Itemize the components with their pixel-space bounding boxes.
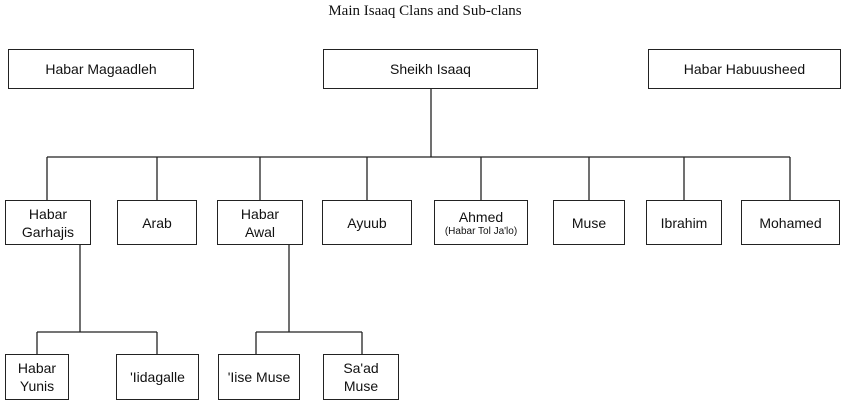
node-label-line1: Ahmed: [458, 209, 504, 225]
node-mohamed: Mohamed: [741, 200, 840, 245]
node-label: Ayuub: [347, 214, 387, 231]
node-habar-yunis: Habar Yunis: [5, 354, 69, 400]
node-label: Mohamed: [759, 214, 822, 231]
diagram-title: Main Isaaq Clans and Sub-clans: [328, 3, 522, 19]
node-label: Habar Magaadleh: [45, 61, 157, 77]
node-label-line1: Sa'ad: [343, 360, 379, 376]
node-ahmed: Ahmed (Habar Tol Ja'lo): [434, 200, 528, 245]
node-label-line1: Habar: [240, 205, 280, 222]
node-habar-magaadleh: Habar Magaadleh: [8, 49, 194, 89]
node-label: 'Iidagalle: [130, 369, 185, 385]
node-label-line2: Awal: [244, 223, 276, 240]
node-habar-awal: Habar Awal: [217, 200, 303, 245]
node-ibrahim: Ibrahim: [646, 200, 722, 245]
node-saad-muse: Sa'ad Muse: [323, 354, 399, 400]
node-label: Muse: [571, 214, 607, 231]
node-label: 'Iise Muse: [227, 369, 291, 385]
node-sheikh-isaaq: Sheikh Isaaq: [323, 49, 538, 89]
node-ayuub: Ayuub: [322, 200, 412, 245]
node-label: Ibrahim: [660, 214, 708, 231]
node-label-line2: Garhajis: [21, 223, 75, 240]
node-habar-garhajis: Habar Garhajis: [5, 200, 91, 245]
node-label-line1: Habar: [17, 360, 57, 376]
node-label-line2: (Habar Tol Ja'lo): [444, 226, 518, 237]
node-label-line1: Habar: [28, 205, 68, 222]
node-habar-habuusheed: Habar Habuusheed: [648, 49, 841, 89]
node-label-line2: Muse: [343, 378, 379, 394]
node-iidagalle: 'Iidagalle: [116, 354, 199, 400]
node-label: Sheikh Isaaq: [390, 61, 471, 77]
node-label-line2: Yunis: [19, 378, 55, 394]
node-muse: Muse: [553, 200, 625, 245]
node-label: Habar Habuusheed: [683, 61, 806, 77]
node-arab: Arab: [117, 200, 197, 245]
node-iise-muse: 'Iise Muse: [218, 354, 300, 400]
node-label: Arab: [142, 214, 172, 231]
